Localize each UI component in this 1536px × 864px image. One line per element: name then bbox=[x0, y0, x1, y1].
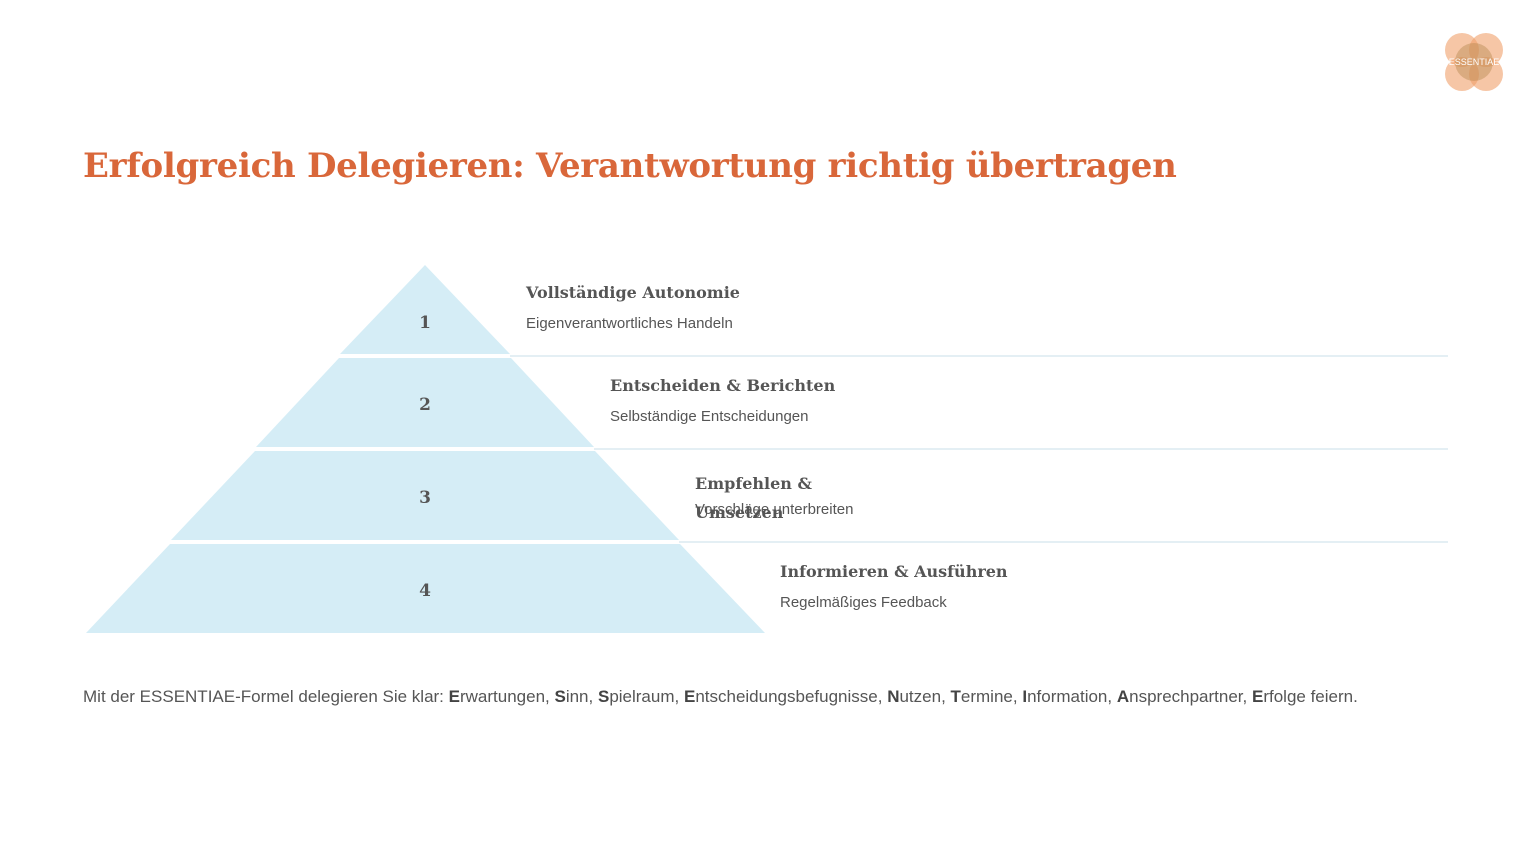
formula-word: inn bbox=[565, 687, 589, 706]
pyramid-level-2 bbox=[256, 358, 594, 447]
logo-text: ESSENTIAE bbox=[1449, 57, 1500, 67]
level-description-4: Regelmäßiges Feedback bbox=[780, 594, 947, 611]
level-description-3: Vorschläge unterbreiten bbox=[695, 501, 854, 518]
level-description-1: Eigenverantwortliches Handeln bbox=[526, 315, 733, 332]
formula-initial: I bbox=[1022, 687, 1028, 706]
formula-initial: E bbox=[1251, 687, 1264, 706]
formula-initial: S bbox=[554, 687, 566, 706]
level-description-2: Selbständige Entscheidungen bbox=[610, 408, 809, 425]
level-title-3: Empfehlen & Umsetzen bbox=[695, 474, 812, 522]
formula-initial: A bbox=[1116, 687, 1130, 706]
level-number-1: 1 bbox=[419, 313, 431, 333]
level-number-3: 3 bbox=[419, 488, 431, 508]
formula-word: rwartungen bbox=[459, 687, 546, 706]
formula-initial: S bbox=[597, 687, 610, 706]
formula-text: Mit der ESSENTIAE-Formel delegieren Sie … bbox=[83, 687, 1358, 706]
formula-word: ermine bbox=[960, 687, 1013, 706]
level-title-2: Entscheiden & Berichten bbox=[610, 376, 836, 395]
pyramid-level-4 bbox=[86, 544, 765, 633]
formula-word: nsprechpartner bbox=[1129, 687, 1243, 706]
level-number-2: 2 bbox=[419, 395, 431, 415]
formula-intro: Mit der ESSENTIAE-Formel delegieren Sie … bbox=[83, 687, 449, 706]
page-title: Erfolgreich Delegieren: Verantwortung ri… bbox=[83, 146, 1177, 186]
pyramid-level-1 bbox=[340, 265, 510, 354]
formula-initial: E bbox=[683, 687, 696, 706]
formula-initial: E bbox=[448, 687, 460, 706]
formula-initial: N bbox=[887, 687, 900, 706]
formula-word: rfolge feiern. bbox=[1263, 687, 1358, 706]
level-title-1: Vollständige Autonomie bbox=[526, 283, 740, 302]
formula-initial: T bbox=[950, 687, 961, 706]
level-number-4: 4 bbox=[419, 581, 431, 601]
level-title-4: Informieren & Ausführen bbox=[780, 562, 1008, 581]
essentiae-logo: ESSENTIAE bbox=[1445, 33, 1503, 91]
pyramid-level-3 bbox=[171, 451, 679, 540]
formula-word: nformation bbox=[1027, 687, 1108, 706]
formula-word: ntscheidungsbefugnisse bbox=[695, 687, 878, 706]
formula-word: pielraum bbox=[609, 687, 675, 706]
formula-word: utzen bbox=[899, 687, 942, 706]
